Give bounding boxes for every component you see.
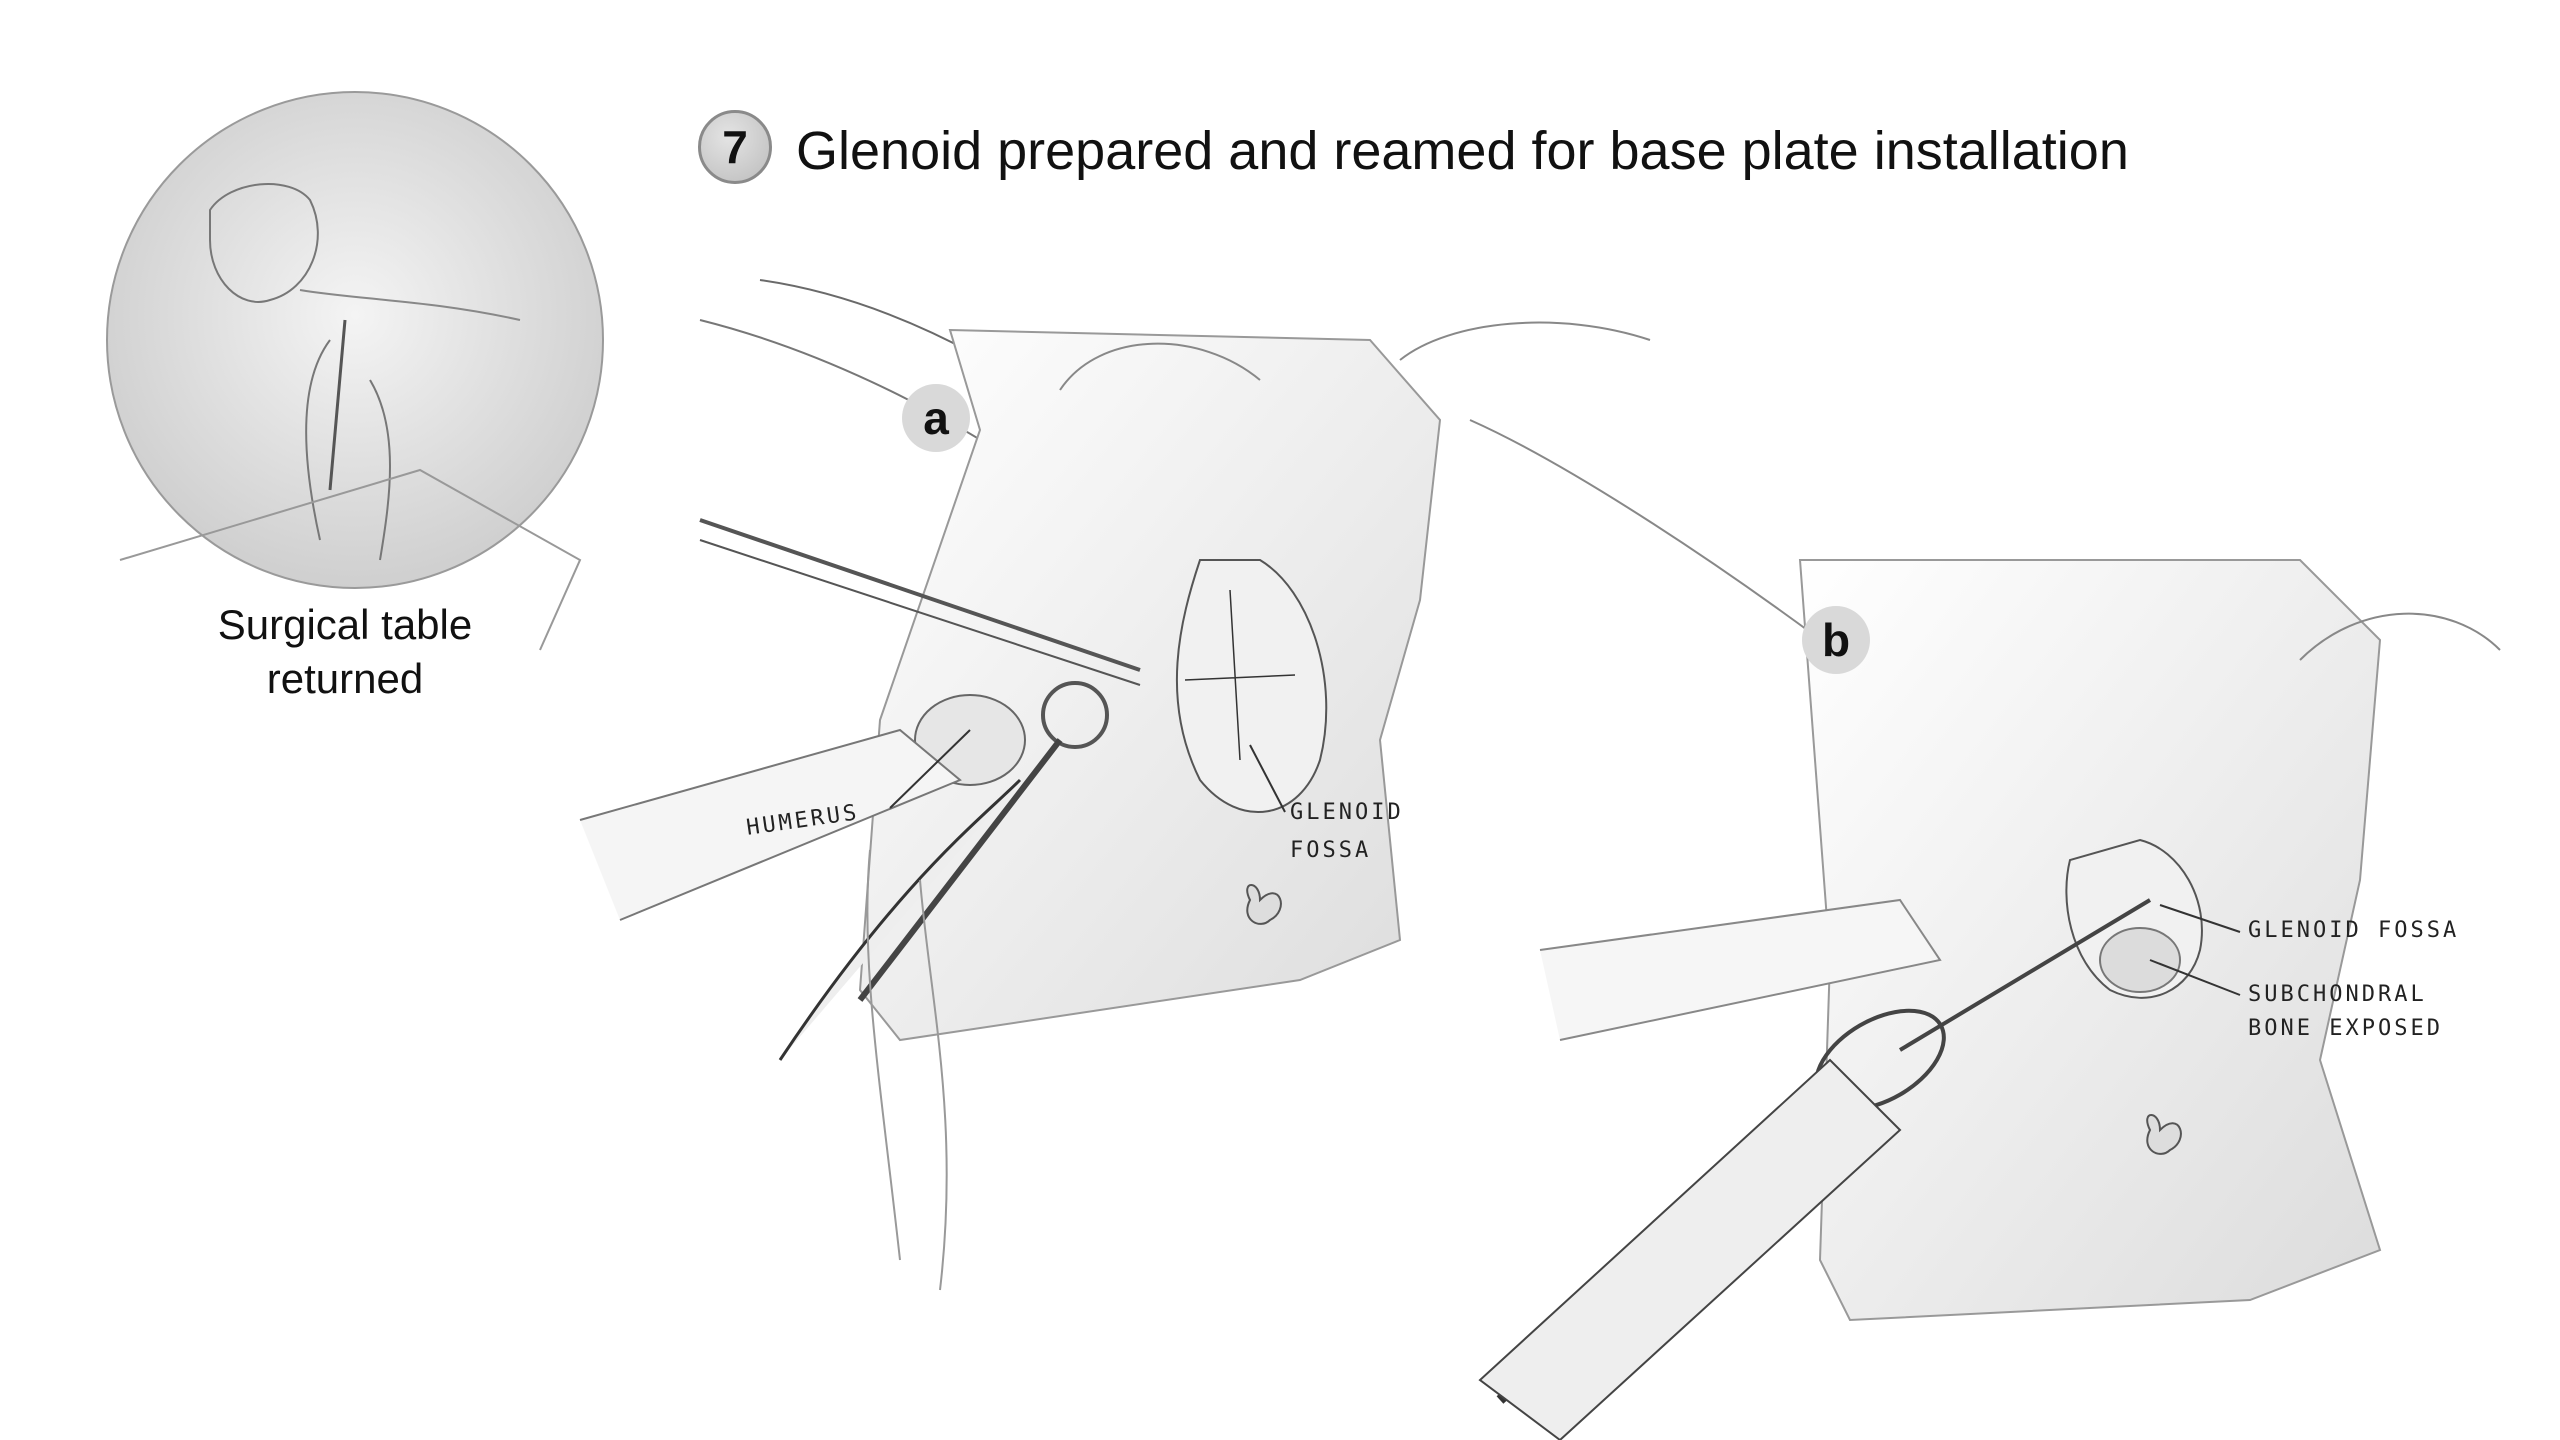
inset-illustration <box>106 91 604 651</box>
inset-caption: Surgical table returned <box>170 598 520 706</box>
inset-caption-line1: Surgical table <box>217 601 473 648</box>
annotation-leader-lines <box>889 729 2241 996</box>
step-title: Glenoid prepared and reamed for base pla… <box>796 121 2129 181</box>
annotation-glenoid-a-line1: GLENOID <box>1290 800 1404 825</box>
step-number: 7 <box>722 121 748 173</box>
panel-a-label: a <box>902 384 970 452</box>
annotation-subchondral-line1: SUBCHONDRAL <box>2248 982 2427 1007</box>
panel-b-label: b <box>1802 606 1870 674</box>
annotation-glenoid-fossa-b: GLENOID FOSSA <box>2248 918 2460 943</box>
panel-a-illustration <box>579 279 1651 1291</box>
annotation-glenoid-a-line2: FOSSA <box>1290 838 1372 863</box>
annotation-subchondral-line2: BONE EXPOSED <box>2248 1016 2443 1041</box>
step-number-badge: 7 <box>698 110 772 184</box>
inset-caption-line2: returned <box>266 655 424 702</box>
